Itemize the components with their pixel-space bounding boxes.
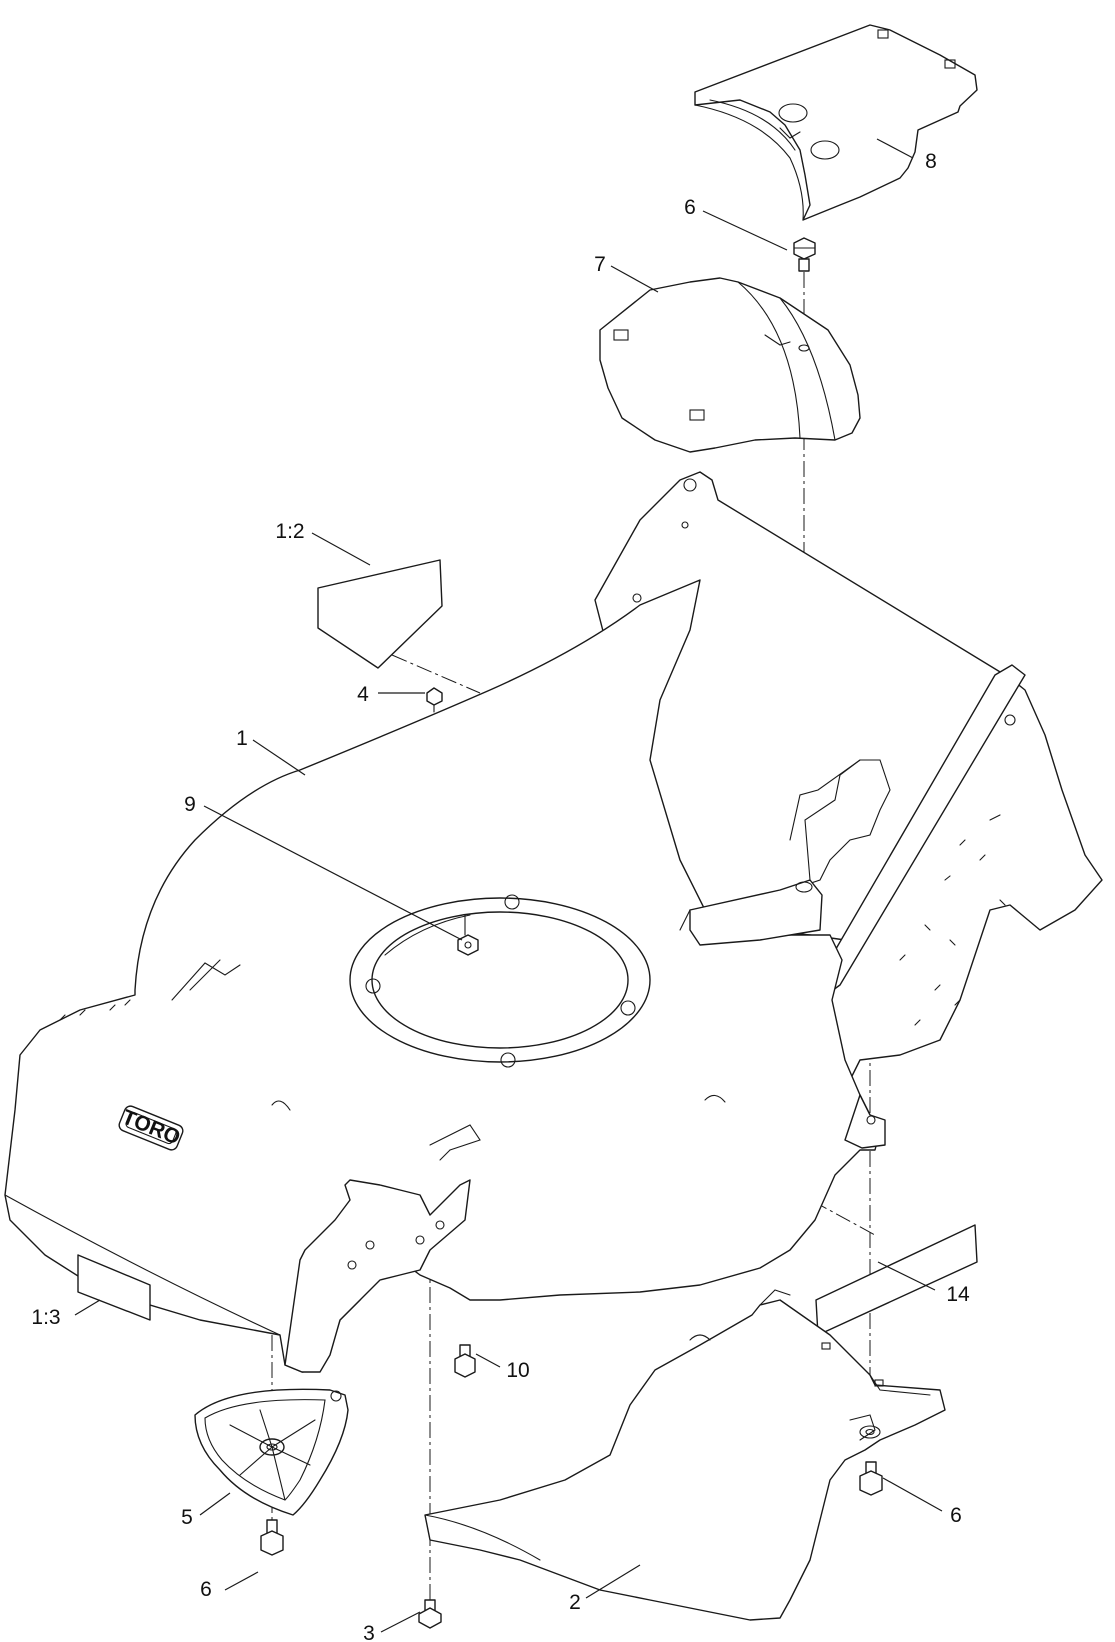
callout-6-right: 6 (950, 1504, 962, 1527)
callout-14: 14 (946, 1283, 970, 1306)
part-4-nut (426, 687, 443, 713)
part-1-mower-deck: TORO (4, 471, 1103, 1373)
callout-5: 5 (181, 1506, 193, 1529)
callout-1-3: 1:3 (31, 1306, 60, 1329)
part-6-bolt-left (260, 1519, 284, 1556)
callout-6-top: 6 (684, 196, 696, 219)
part-14-strip (815, 1224, 978, 1336)
callout-8: 8 (925, 150, 937, 173)
part-7-cover (599, 277, 861, 453)
part-6-bolt-right (859, 1461, 883, 1496)
part-6-bolt-top (793, 237, 816, 272)
callout-9: 9 (184, 793, 196, 816)
part-1-3-decal (77, 1254, 151, 1321)
callout-6-left: 6 (200, 1578, 212, 1601)
callout-10: 10 (506, 1359, 529, 1382)
part-8-cover (694, 24, 978, 221)
part-3-bolt (418, 1599, 442, 1629)
part-10-bolt (454, 1344, 476, 1378)
callout-leaders (74, 138, 943, 1633)
callout-2: 2 (569, 1591, 581, 1614)
callout-1: 1 (236, 727, 248, 750)
part-5-guard (194, 1388, 349, 1516)
callout-7: 7 (594, 253, 606, 276)
callout-3: 3 (363, 1622, 375, 1642)
part-1-2-decal (317, 559, 443, 669)
callout-labels: 8 6 7 1:2 4 1 9 1:3 14 10 5 6 6 2 3 (31, 150, 970, 1642)
callout-4: 4 (357, 683, 369, 706)
part-2-chute (424, 1289, 946, 1621)
callout-1-2: 1:2 (275, 520, 304, 543)
